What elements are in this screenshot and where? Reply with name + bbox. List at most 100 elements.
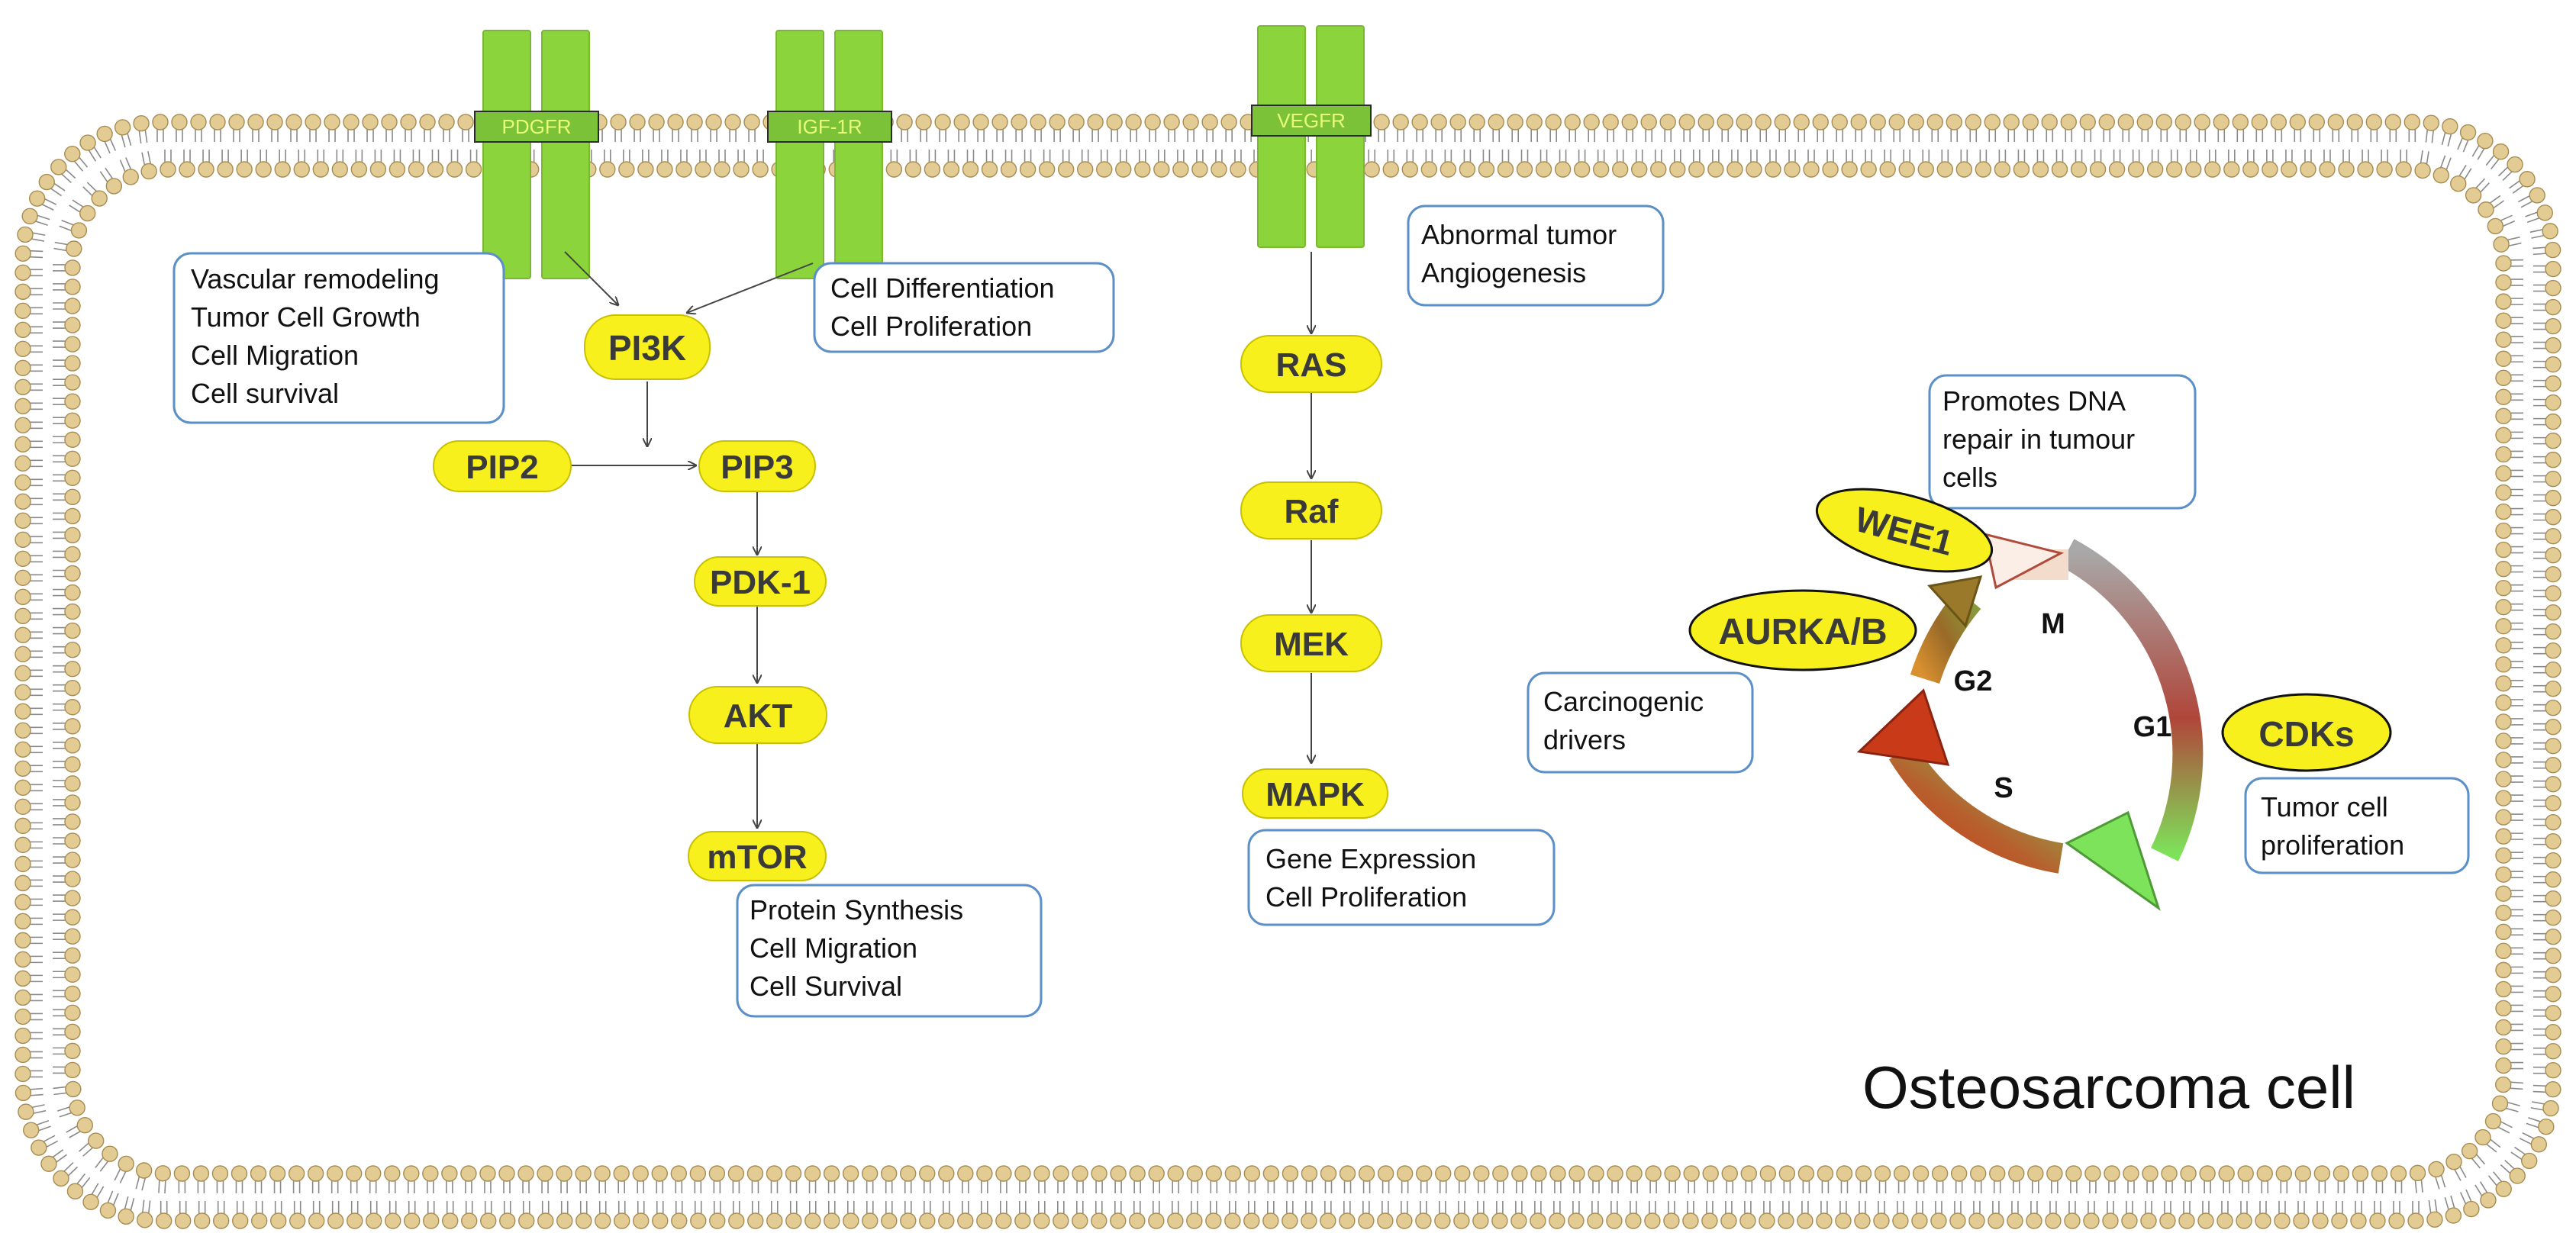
lipid-head: [2289, 114, 2306, 130]
lipid-head: [1492, 1165, 1509, 1182]
lipid-head: [2352, 1165, 2369, 1182]
lipid-head: [1377, 1165, 1394, 1182]
lipid-head: [1554, 161, 1572, 178]
lipid-head: [1759, 1165, 1777, 1182]
lipid-head: [1454, 1165, 1471, 1182]
lipid-head: [1220, 114, 1237, 130]
lipid-head: [2545, 986, 2561, 1003]
lipid-head: [2070, 161, 2088, 178]
lipid-head: [50, 159, 67, 175]
lipid-head: [2117, 114, 2134, 130]
lipid-head: [369, 161, 387, 178]
lipid-head: [1205, 1212, 1222, 1229]
phase-m-label: M: [2041, 608, 2065, 640]
lipid-head: [2199, 1165, 2216, 1182]
lipid-head: [953, 114, 970, 130]
lipid-head: [976, 1165, 993, 1182]
pdgfr-effect-line: Vascular remodeling: [191, 263, 440, 295]
lipid-head: [64, 1004, 81, 1022]
lipid-head: [385, 1212, 401, 1229]
lipid-head: [64, 450, 81, 467]
lipid-head: [15, 378, 31, 396]
lipid-head: [2495, 541, 2512, 559]
lipid-head: [1392, 114, 1409, 130]
lipid-head: [2032, 161, 2049, 178]
lipid-head: [1530, 1212, 1546, 1229]
lipid-head: [2140, 1212, 2157, 1229]
lipid-head: [2495, 637, 2512, 654]
phase-g1-label: G1: [2133, 711, 2172, 743]
lipid-head: [1822, 161, 1839, 178]
lipid-head: [1420, 161, 1438, 178]
lipid-head: [1434, 1212, 1451, 1229]
lipid-head: [2003, 114, 2020, 130]
lipid-head: [2495, 579, 2512, 597]
lipid-head: [64, 909, 81, 926]
lipid-head: [198, 161, 214, 178]
mapk-node: MAPK: [1242, 768, 1388, 819]
mtor-effects-box: Protein Synthesis Cell Migration Cell Su…: [736, 884, 1043, 1018]
lipid-head: [1301, 1212, 1317, 1229]
lipid-head: [1669, 161, 1686, 178]
lipid-head: [2495, 331, 2512, 348]
lipid-head: [2521, 1152, 2538, 1170]
lipid-head: [575, 1212, 592, 1229]
lipid-head: [633, 1212, 650, 1229]
lipid-head: [1793, 114, 1810, 130]
lipid-head: [2545, 775, 2561, 793]
lipid-head: [2218, 1165, 2235, 1182]
lipid-head: [618, 161, 635, 178]
lipid-head: [752, 161, 769, 178]
g2-arrowhead: [1927, 575, 1983, 628]
lipid-head: [1835, 1212, 1852, 1229]
lipid-head: [518, 1212, 535, 1229]
lipid-head: [2519, 171, 2536, 188]
lipid-head: [2545, 565, 2561, 583]
lipid-head: [2346, 114, 2364, 130]
lipid-head: [64, 1061, 81, 1079]
lipid-head: [384, 1165, 401, 1182]
wee1-effect-line: repair in tumour: [1942, 423, 2135, 455]
lipid-head: [64, 259, 81, 276]
aurka-effect-line: Carcinogenic: [1543, 686, 1704, 717]
lipid-head: [667, 114, 684, 130]
lipid-head: [231, 1212, 249, 1229]
lipid-head: [1014, 1212, 1031, 1229]
lipid-head: [64, 622, 81, 639]
g1-arc: [2059, 539, 2204, 861]
lipid-head: [614, 1212, 630, 1229]
lipid-head: [1430, 114, 1447, 130]
lipid-head: [2104, 1165, 2120, 1182]
lipid-head: [250, 1165, 267, 1182]
pip2-label: PIP2: [466, 449, 538, 486]
lipid-head: [2175, 114, 2191, 130]
lipid-head: [2459, 124, 2477, 141]
lipid-head: [2390, 1165, 2407, 1182]
lipid-head: [2545, 298, 2561, 316]
lipid-head: [1373, 114, 1390, 130]
lipid-head: [2491, 1095, 2509, 1112]
lipid-head: [804, 1212, 821, 1229]
cell-cycle: M G1 S G2: [1856, 532, 2204, 911]
lipid-head: [1262, 1212, 1279, 1229]
lipid-head: [2495, 350, 2512, 367]
lipid-head: [2545, 909, 2561, 926]
lipid-head: [15, 455, 31, 472]
lipid-head: [1038, 161, 1056, 178]
lipid-head: [1720, 1212, 1737, 1229]
lipid-head: [15, 684, 31, 701]
lipid-head: [2484, 1112, 2502, 1130]
lipid-head: [1396, 1212, 1413, 1229]
lipid-head: [64, 1042, 81, 1060]
lipid-head: [2545, 604, 2561, 621]
igf1r-effect-line: Cell Differentiation: [830, 272, 1054, 304]
lipid-head: [1530, 1165, 1547, 1182]
lipid-head: [900, 1165, 917, 1182]
lipid-head: [629, 114, 646, 130]
lipid-head: [343, 114, 359, 130]
lipid-head: [1949, 1212, 1966, 1229]
lipid-head: [2445, 1153, 2462, 1170]
lipid-head: [2545, 394, 2561, 411]
lipid-head: [2319, 161, 2336, 178]
lipid-head: [479, 1165, 496, 1182]
